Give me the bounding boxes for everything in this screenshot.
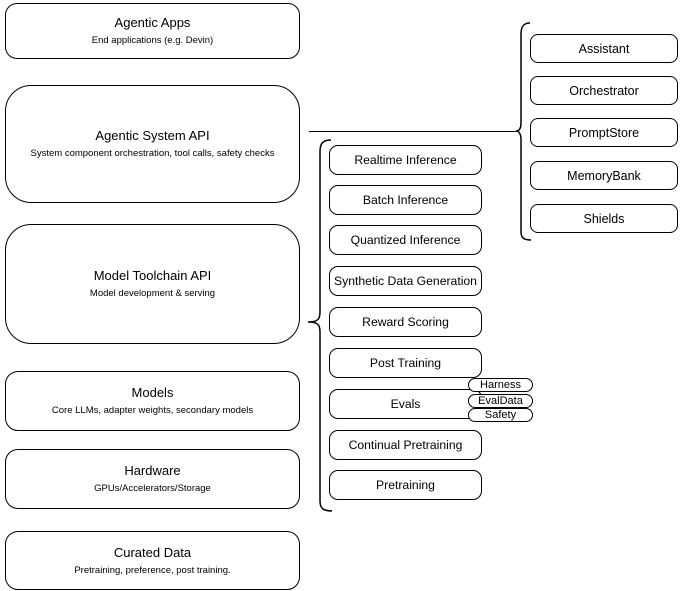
toolchain-item-pretraining: Pretraining (329, 470, 482, 500)
box-title: Models (131, 385, 174, 400)
box-subtitle: GPUs/Accelerators/Storage (94, 483, 211, 494)
item-label: Reward Scoring (362, 315, 449, 329)
box-title: Agentic Apps (114, 15, 191, 30)
system-item-promptstore: PromptStore (530, 118, 678, 147)
item-label: MemoryBank (567, 168, 641, 183)
toolchain-item-continual-pretraining: Continual Pretraining (329, 430, 482, 460)
box-subtitle: End applications (e.g. Devin) (91, 35, 214, 46)
item-label: Synthetic Data Generation (334, 274, 477, 288)
toolchain-item-post-training: Post Training (329, 348, 482, 378)
item-label: Quantized Inference (350, 233, 461, 247)
toolchain-item-evals: Evals (329, 389, 482, 419)
tag-label: EvalData (478, 395, 523, 407)
item-label: PromptStore (568, 125, 640, 140)
box-model-toolchain-api: Model Toolchain API Model development & … (5, 224, 300, 344)
evals-tag-evaldata: EvalData (468, 394, 533, 408)
system-group-brace (515, 22, 532, 241)
item-label: Continual Pretraining (348, 438, 463, 452)
system-item-orchestrator: Orchestrator (530, 76, 678, 105)
item-label: Shields (583, 211, 625, 226)
box-subtitle: Core LLMs, adapter weights, secondary mo… (51, 405, 254, 416)
system-item-memorybank: MemoryBank (530, 161, 678, 190)
box-agentic-apps: Agentic Apps End applications (e.g. Devi… (5, 3, 300, 59)
item-label: Realtime Inference (354, 153, 457, 167)
item-label: Post Training (369, 356, 442, 370)
system-item-assistant: Assistant (530, 34, 678, 63)
box-title: Hardware (124, 463, 181, 478)
evals-tag-harness: Harness (468, 378, 533, 392)
box-subtitle: Model development & serving (89, 288, 216, 299)
tag-label: Harness (480, 379, 521, 391)
box-subtitle: Pretraining, preference, post training. (74, 564, 231, 576)
box-title: Curated Data (113, 544, 192, 560)
tag-label: Safety (484, 409, 517, 421)
toolchain-item-batch-inference: Batch Inference (329, 185, 482, 215)
box-subtitle: System component orchestration, tool cal… (30, 148, 275, 159)
system-item-shields: Shields (530, 204, 678, 233)
item-label: Orchestrator (569, 83, 639, 98)
item-label: Batch Inference (362, 193, 449, 207)
toolchain-item-realtime-inference: Realtime Inference (329, 145, 482, 175)
evals-tag-safety: Safety (468, 408, 533, 422)
item-label: Evals (390, 397, 421, 411)
box-models: Models Core LLMs, adapter weights, secon… (5, 371, 300, 431)
box-agentic-system-api: Agentic System API System component orch… (5, 85, 300, 203)
box-title: Model Toolchain API (93, 268, 212, 283)
toolchain-item-reward-scoring: Reward Scoring (329, 307, 482, 337)
toolchain-item-synthetic-data-generation: Synthetic Data Generation (329, 266, 482, 296)
box-title: Agentic System API (95, 128, 210, 143)
toolchain-group-brace (307, 139, 333, 512)
item-label: Pretraining (376, 478, 435, 492)
toolchain-item-quantized-inference: Quantized Inference (329, 225, 482, 255)
box-hardware: Hardware GPUs/Accelerators/Storage (5, 449, 300, 509)
item-label: Assistant (578, 41, 630, 56)
system-to-toolchain-connector-line (309, 130, 516, 132)
box-curated-data: Curated Data Pretraining, preference, po… (5, 531, 300, 590)
